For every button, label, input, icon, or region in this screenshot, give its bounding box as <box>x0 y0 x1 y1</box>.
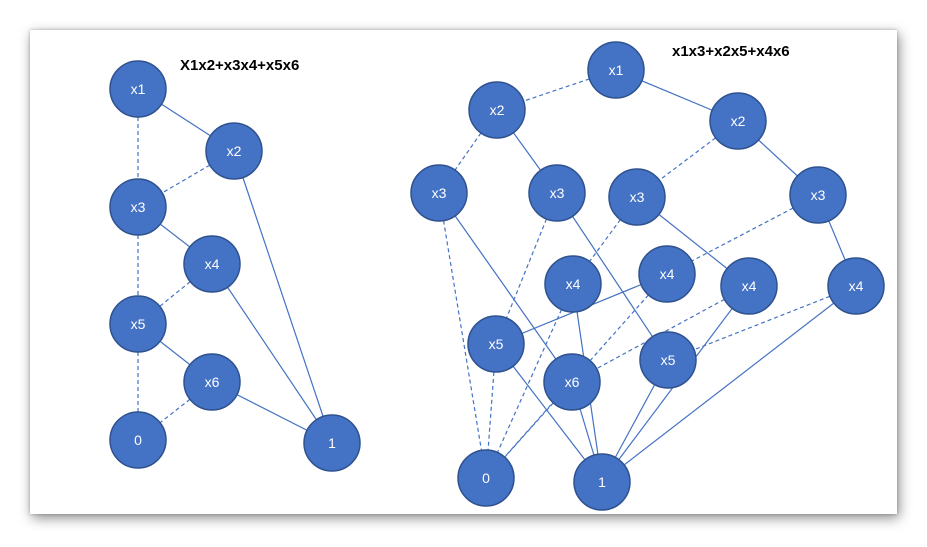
node-circle <box>789 166 847 224</box>
node-circle <box>109 295 167 353</box>
diagram-frame: x1 x2 x3 x4 x5 x6 0 1 x1 x2 x2 x3 x3 x3 x3 x4 x4 x4 x4 x5 x5… <box>30 30 897 514</box>
node-circle <box>183 353 241 411</box>
node-circle <box>303 414 361 472</box>
right-node-x5: x5 <box>639 331 697 389</box>
node-label: x4 <box>742 278 757 294</box>
node-label: x4 <box>660 266 675 282</box>
node-circle <box>720 257 778 315</box>
right-node-x6: x6 <box>543 353 601 411</box>
right-node-x5: x5 <box>467 315 525 373</box>
node-label: x4 <box>566 276 581 292</box>
left-node-x2: x2 <box>205 122 263 180</box>
node-label: x3 <box>630 189 645 205</box>
node-circle <box>544 255 602 313</box>
node-label: x2 <box>731 113 746 129</box>
node-circle <box>410 164 468 222</box>
left-node-1: 1 <box>303 414 361 472</box>
node-label: x1 <box>609 62 624 78</box>
node-circle <box>573 453 631 511</box>
node-circle <box>457 449 515 507</box>
node-circle <box>709 92 767 150</box>
right-edge-solid <box>556 192 669 361</box>
right-diagram-title: x1x3+x2x5+x4x6 <box>672 43 790 60</box>
right-node-x4: x4 <box>544 255 602 313</box>
left-node-x1: x1 <box>109 60 167 118</box>
node-label: x2 <box>490 102 505 118</box>
right-edge-dashed <box>485 283 574 479</box>
left-edge-solid <box>233 150 333 444</box>
node-circle <box>639 331 697 389</box>
left-node-x4: x4 <box>183 235 241 293</box>
right-node-0: 0 <box>457 449 515 507</box>
node-circle <box>587 41 645 99</box>
node-label: x6 <box>205 374 220 390</box>
node-label: x1 <box>131 81 146 97</box>
node-circle <box>109 60 167 118</box>
node-label: x5 <box>661 352 676 368</box>
node-label: x3 <box>811 187 826 203</box>
node-label: 1 <box>328 435 336 451</box>
node-circle <box>468 81 526 139</box>
right-node-1: 1 <box>573 453 631 511</box>
node-label: x3 <box>131 199 146 215</box>
node-circle <box>467 315 525 373</box>
node-label: x6 <box>565 374 580 390</box>
right-node-x2: x2 <box>709 92 767 150</box>
right-node-x3: x3 <box>528 164 586 222</box>
node-circle <box>109 411 167 469</box>
left-node-x6: x6 <box>183 353 241 411</box>
right-edge-solid <box>601 285 857 483</box>
node-label: x2 <box>227 143 242 159</box>
node-circle <box>543 353 601 411</box>
node-label: 1 <box>598 474 606 490</box>
right-edge-solid <box>495 343 603 483</box>
right-node-x3: x3 <box>410 164 468 222</box>
right-edge-dashed <box>667 285 857 361</box>
node-label: x5 <box>131 316 146 332</box>
nodes-layer: x1 x2 x3 x4 x5 x6 0 1 x1 x2 x2 x3 x3 x3 x3 x4 x4 x4 x4 x5 x5… <box>109 41 885 511</box>
right-node-x3: x3 <box>789 166 847 224</box>
node-circle <box>528 164 586 222</box>
node-label: x5 <box>489 336 504 352</box>
node-label: x3 <box>432 185 447 201</box>
left-node-0: 0 <box>109 411 167 469</box>
right-edge-solid <box>438 192 573 383</box>
right-node-x4: x4 <box>638 245 696 303</box>
node-circle <box>827 257 885 315</box>
node-label: x3 <box>550 185 565 201</box>
right-node-x4: x4 <box>827 257 885 315</box>
node-circle <box>183 235 241 293</box>
left-node-x3: x3 <box>109 178 167 236</box>
node-circle <box>638 245 696 303</box>
node-circle <box>608 168 666 226</box>
right-edge-dashed <box>438 192 487 479</box>
node-label: 0 <box>482 470 490 486</box>
right-node-x2: x2 <box>468 81 526 139</box>
node-circle <box>109 178 167 236</box>
bdd-diagram-canvas: x1 x2 x3 x4 x5 x6 0 1 x1 x2 x2 x3 x3 x3 x3 x4 x4 x4 x4 x5 x5… <box>109 41 885 511</box>
right-node-x1: x1 <box>587 41 645 99</box>
node-label: x4 <box>205 256 220 272</box>
node-label: x4 <box>849 278 864 294</box>
left-diagram-title: X1x2+x3x4+x5x6 <box>180 57 299 74</box>
right-node-x4: x4 <box>720 257 778 315</box>
right-node-x3: x3 <box>608 168 666 226</box>
node-label: 0 <box>134 432 142 448</box>
left-node-x5: x5 <box>109 295 167 353</box>
left-edge-solid <box>211 263 333 444</box>
node-circle <box>205 122 263 180</box>
